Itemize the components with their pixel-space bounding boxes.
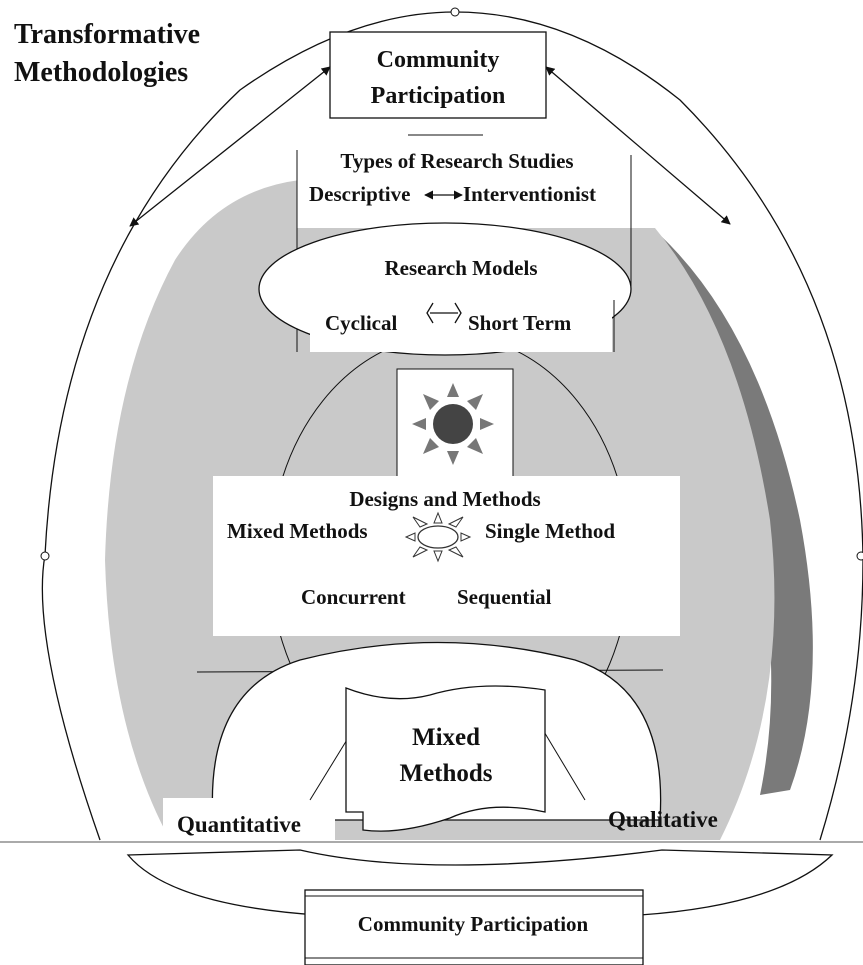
core-right-label: Qualitative xyxy=(608,807,718,832)
top-box-line1: Community xyxy=(377,47,500,73)
handle-right xyxy=(856,551,863,561)
diagram-title-line1: Transformative xyxy=(14,19,200,50)
types-panel xyxy=(297,148,631,228)
mixed-methods-document xyxy=(345,685,546,832)
designs-left-label: Mixed Methods xyxy=(227,519,368,543)
qualitative-connector xyxy=(542,729,586,801)
designs-bottom-left-label: Concurrent xyxy=(301,585,406,609)
models-panel xyxy=(310,300,612,352)
double-arrow-icon xyxy=(426,302,462,324)
core-line2: Methods xyxy=(399,760,492,787)
bottom-community-box xyxy=(304,889,644,965)
types-title: Types of Research Studies xyxy=(340,149,573,173)
models-right-label: Short Term xyxy=(468,311,572,335)
dark-shadow-region xyxy=(640,235,813,795)
community-participation-box xyxy=(329,31,547,119)
diagram-title-line2: Methodologies xyxy=(14,57,188,88)
top-box-line2: Participation xyxy=(371,83,506,109)
arrow-left xyxy=(129,66,331,227)
types-left-label: Descriptive xyxy=(309,182,410,206)
models-left-label: Cyclical xyxy=(325,311,397,335)
quantitative-label-bg xyxy=(163,798,335,840)
bottom-box-label: Community Participation xyxy=(358,912,589,936)
bottom-bowl xyxy=(126,849,834,916)
types-right-label: Interventionist xyxy=(463,182,596,206)
sun-icon xyxy=(412,383,494,465)
designs-title: Designs and Methods xyxy=(349,487,540,511)
designs-panel xyxy=(213,476,680,636)
models-title: Research Models xyxy=(385,256,538,280)
small-sun-icon xyxy=(404,511,472,563)
handle-top xyxy=(450,7,460,17)
core-left-label: Quantitative xyxy=(177,812,301,837)
designs-right-label: Single Method xyxy=(485,519,615,543)
designs-bottom-right-label: Sequential xyxy=(457,585,552,609)
arrow-right xyxy=(545,66,731,225)
core-line1: Mixed xyxy=(412,724,480,751)
handle-left xyxy=(40,551,50,561)
